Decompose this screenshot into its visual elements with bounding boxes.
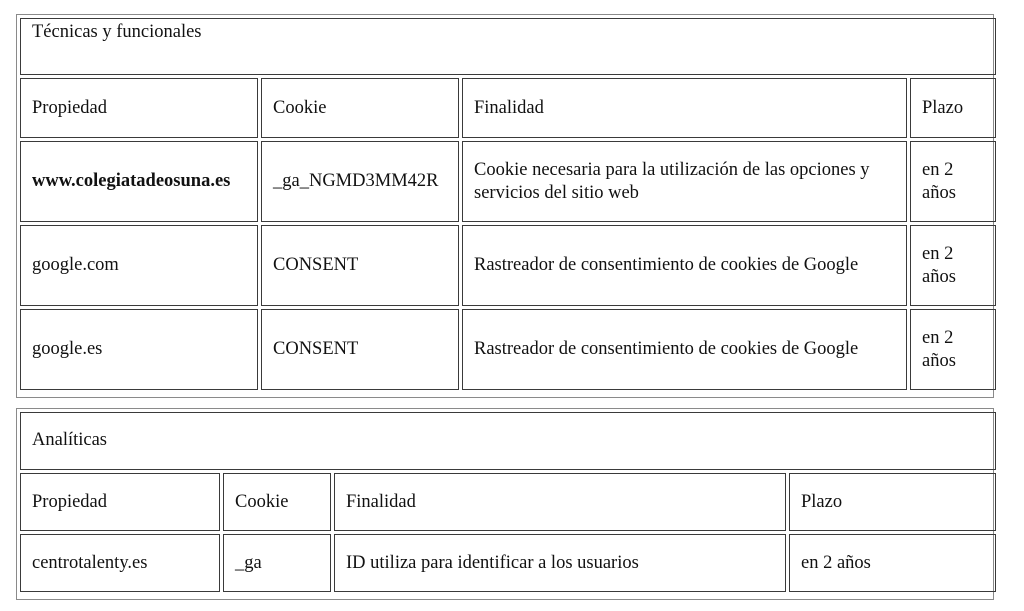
header-propiedad: Propiedad bbox=[20, 78, 258, 138]
table-row: google.es CONSENT Rastreador de consenti… bbox=[20, 309, 997, 390]
table-caption: Analíticas bbox=[20, 412, 997, 470]
cell-cookie: _ga_NGMD3MM42R bbox=[261, 141, 459, 222]
cell-propiedad: google.com bbox=[20, 225, 258, 306]
cell-finalidad: Rastreador de consentimiento de cookies … bbox=[462, 309, 907, 390]
header-cookie: Cookie bbox=[223, 473, 331, 531]
table-caption: Técnicas y funcionales bbox=[20, 18, 997, 75]
cookie-table: Técnicas y funcionales Propiedad Cookie … bbox=[17, 15, 999, 393]
header-cookie: Cookie bbox=[261, 78, 459, 138]
header-finalidad: Finalidad bbox=[334, 473, 786, 531]
cookie-table-analiticas: Analíticas Propiedad Cookie Finalidad Pl… bbox=[16, 408, 997, 600]
header-plazo: Plazo bbox=[910, 78, 997, 138]
caption-row: Técnicas y funcionales bbox=[20, 18, 997, 75]
cell-plazo: en 2 años bbox=[910, 225, 997, 306]
table-row: centrotalenty.es _ga ID utiliza para ide… bbox=[20, 534, 997, 592]
cell-finalidad: Rastreador de consentimiento de cookies … bbox=[462, 225, 907, 306]
cell-cookie: _ga bbox=[223, 534, 331, 592]
header-finalidad: Finalidad bbox=[462, 78, 907, 138]
cell-plazo: en 2 años bbox=[910, 309, 997, 390]
cell-finalidad: Cookie necesaria para la utilización de … bbox=[462, 141, 907, 222]
cookie-table: Analíticas Propiedad Cookie Finalidad Pl… bbox=[17, 409, 999, 595]
table-row: www.colegiatadeosuna.es _ga_NGMD3MM42R C… bbox=[20, 141, 997, 222]
cell-cookie: CONSENT bbox=[261, 309, 459, 390]
cell-propiedad: www.colegiatadeosuna.es bbox=[20, 141, 258, 222]
cell-plazo: en 2 años bbox=[910, 141, 997, 222]
header-row: Propiedad Cookie Finalidad Plazo bbox=[20, 473, 997, 531]
table-row: google.com CONSENT Rastreador de consent… bbox=[20, 225, 997, 306]
cell-propiedad: centrotalenty.es bbox=[20, 534, 220, 592]
caption-row: Analíticas bbox=[20, 412, 997, 470]
header-propiedad: Propiedad bbox=[20, 473, 220, 531]
cell-plazo: en 2 años bbox=[789, 534, 997, 592]
cell-finalidad: ID utiliza para identificar a los usuari… bbox=[334, 534, 786, 592]
cell-propiedad: google.es bbox=[20, 309, 258, 390]
header-row: Propiedad Cookie Finalidad Plazo bbox=[20, 78, 997, 138]
cell-cookie: CONSENT bbox=[261, 225, 459, 306]
cookie-table-tecnicas: Técnicas y funcionales Propiedad Cookie … bbox=[16, 14, 997, 398]
header-plazo: Plazo bbox=[789, 473, 997, 531]
